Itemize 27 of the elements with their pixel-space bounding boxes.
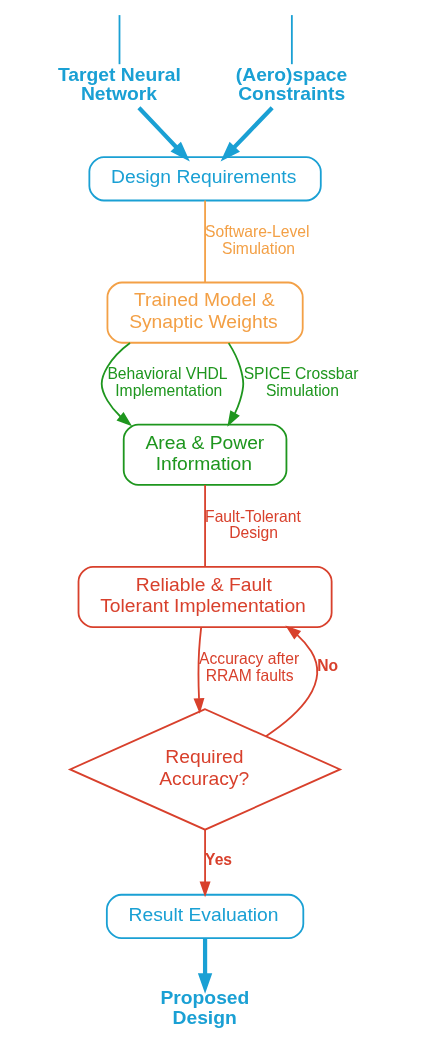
edge-label: SPICE Crossbar Simulation — [243, 365, 359, 400]
connector — [204, 484, 206, 568]
arrow — [199, 828, 211, 898]
edge-label: No — [317, 657, 339, 675]
node-box: Trained Model & Synaptic Weights — [106, 281, 304, 344]
connector — [204, 199, 206, 284]
edge-label: Software-Level Simulation — [205, 223, 310, 258]
edge-label: Behavioral VHDL Implementation — [107, 365, 228, 400]
connector — [118, 14, 121, 66]
node-text: Target Neural Network — [58, 63, 181, 105]
edge-label: Accuracy after RRAM faults — [199, 649, 300, 684]
arrow — [220, 106, 274, 162]
node-text: Proposed Design — [160, 987, 250, 1028]
node-box: Area & Power Information — [122, 423, 288, 486]
arrow — [137, 106, 190, 162]
arrow — [227, 342, 245, 427]
node-text: (Aero)space Constraints — [235, 63, 348, 105]
arrow — [197, 938, 213, 994]
node-box: Design Requirements — [88, 156, 322, 202]
arrow — [100, 342, 133, 427]
edge-label: Fault-Tolerant Design — [205, 507, 301, 542]
arrow — [265, 625, 318, 738]
node-box: Reliable & Fault Tolerant Implementation — [77, 566, 333, 629]
node-box: Result Evaluation — [105, 893, 305, 940]
connector — [290, 14, 293, 66]
node-diamond: Required Accuracy? — [67, 708, 343, 831]
arrow — [193, 626, 205, 714]
